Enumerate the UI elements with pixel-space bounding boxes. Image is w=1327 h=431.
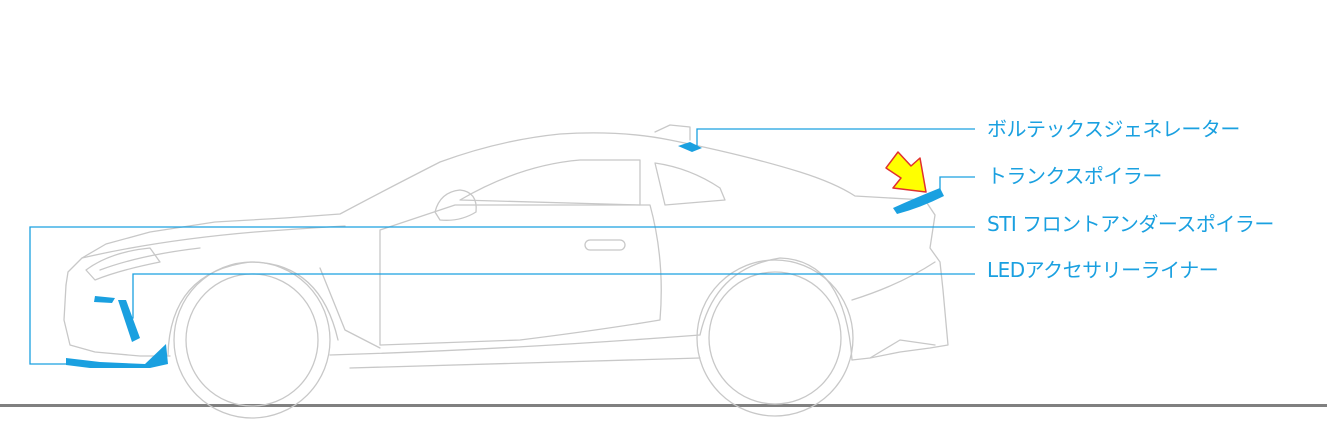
front-wheel-outer [173, 261, 331, 419]
hood-crease [99, 247, 201, 271]
rear-window [654, 162, 726, 206]
leader-line-led-liner [128, 273, 975, 319]
rear-wheel-inner [708, 271, 842, 405]
door-handle [584, 239, 626, 251]
leader-line-front-under-spoiler [29, 226, 975, 365]
rocker-line [329, 334, 701, 356]
leader-line-vortex [696, 128, 975, 147]
leader-lines [29, 128, 975, 365]
callout-label-front-under-spoiler: STI フロントアンダースポイラー [987, 212, 1274, 236]
body-silhouette [65, 132, 949, 361]
leader-line-trunk-spoiler [939, 176, 975, 192]
headlight [85, 247, 161, 281]
rear-wheel-outer [696, 259, 854, 417]
vortex-generator-part [678, 142, 702, 152]
roof-fin-base [654, 124, 691, 141]
rear-bumper [851, 261, 936, 301]
callout-label-trunk-spoiler: トランクスポイラー [987, 164, 1162, 188]
side-mirror [434, 189, 477, 221]
callout-label-vortex-generator: ボルテックスジェネレーター [987, 117, 1240, 141]
arrow-down-right-icon [885, 151, 927, 193]
front-bumper [63, 284, 171, 357]
trunk-spoiler-part [893, 188, 944, 214]
car-outline [63, 124, 949, 419]
front-under-spoiler-part [66, 344, 168, 368]
ground-line [0, 404, 1327, 407]
rear-wheel-arch [699, 257, 853, 361]
front-wheel-inner [185, 273, 319, 407]
hood-line [81, 225, 346, 259]
led-liner-left [94, 296, 115, 303]
callout-label-led-liner: LEDアクセサリーライナー [987, 258, 1219, 282]
rocker-lower [349, 357, 701, 369]
accessory-highlights [66, 142, 944, 368]
rear-diffuser [869, 339, 936, 359]
door-outline [379, 204, 662, 346]
side-strake [319, 267, 381, 349]
led-liner-right [118, 300, 140, 342]
side-window [459, 159, 641, 206]
